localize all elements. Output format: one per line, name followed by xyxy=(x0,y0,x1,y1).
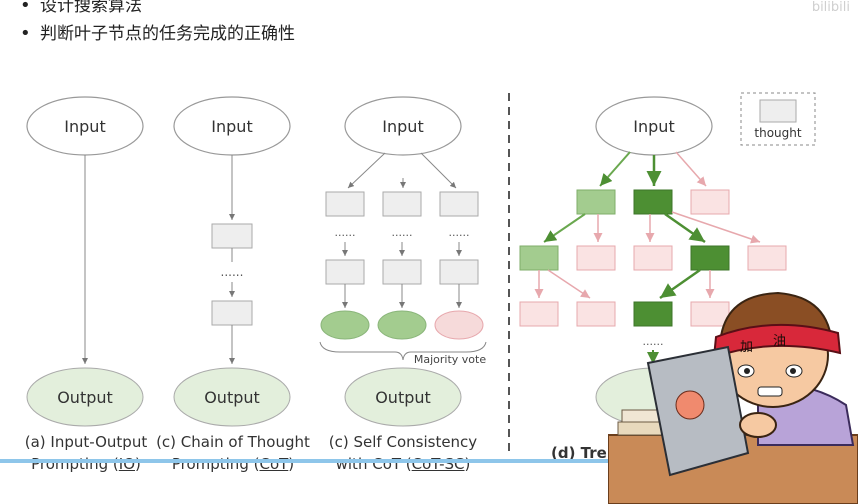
caption-io-line2: Prompting (IO) xyxy=(31,455,141,473)
sc-thought-box xyxy=(382,191,422,217)
caption-cot-line1: (c) Chain of Thought xyxy=(156,433,310,451)
sc-panel: Input ...... ...... ...... Majority vote… xyxy=(319,96,487,427)
io-input-label: Input xyxy=(64,117,105,136)
tot-thought-dark xyxy=(633,301,673,327)
sc-output-node xyxy=(344,367,462,427)
caption-cot-abbr: CoT xyxy=(259,455,289,473)
progress-bar xyxy=(0,459,858,463)
tot-thought-light xyxy=(576,189,616,215)
sc-thought-box xyxy=(325,191,365,217)
sc-edge xyxy=(420,152,457,189)
tot-thought-pink xyxy=(690,189,730,215)
bullet-item: 设计搜索算法 xyxy=(14,0,295,20)
tot-thought-pink xyxy=(633,245,673,271)
caption-sc-abbr: CoT-SC xyxy=(411,455,465,473)
tot-edge-good xyxy=(659,268,701,300)
mascot-headband-text: 油 xyxy=(773,334,786,349)
cot-panel: Input ...... Output xyxy=(173,96,291,427)
legend-thought-label: thought xyxy=(754,126,801,140)
tot-thought-pink xyxy=(576,301,616,327)
tot-thought-pink xyxy=(519,301,559,327)
sc-output-label: Output xyxy=(375,388,431,407)
cot-output-label: Output xyxy=(204,388,260,407)
cot-input-label: Input xyxy=(211,117,252,136)
cot-dots: ...... xyxy=(221,265,244,279)
sc-dots: ...... xyxy=(335,226,356,239)
sc-answer-green xyxy=(377,310,427,340)
cot-thought-box xyxy=(211,300,253,326)
tot-thought-dark xyxy=(690,245,730,271)
caption-io-line1: (a) Input-Output xyxy=(24,433,148,451)
caption-io-abbr: IO xyxy=(118,455,135,473)
sc-dots: ...... xyxy=(392,226,413,239)
tot-thought-pink xyxy=(576,245,616,271)
mascot-laptop-sticker xyxy=(675,390,705,420)
tot-edge-good xyxy=(543,213,586,243)
caption-sc-line1: (c) Self Consistency xyxy=(328,433,478,451)
mascot-headband-text: 加 xyxy=(740,340,753,355)
caption-cot: (c) Chain of Thought Prompting (CoT) xyxy=(153,431,313,475)
sc-thought-box xyxy=(325,259,365,285)
caption-sc: (c) Self Consistency with CoT (CoT-SC) xyxy=(325,431,481,475)
mascot-mouth xyxy=(757,386,783,397)
sc-answer-pink xyxy=(434,310,484,340)
watermark-logo: bilibili xyxy=(811,0,850,15)
sc-majority-brace xyxy=(319,341,487,361)
tot-edge-good xyxy=(599,151,631,187)
sc-majority-label: Majority vote xyxy=(414,353,486,366)
caption-tot: (d) Tre xyxy=(551,444,607,462)
tot-edge-bad xyxy=(547,269,591,299)
io-output-label: Output xyxy=(57,388,113,407)
sc-answer-green xyxy=(320,310,370,340)
mascot-sticker: 加 油 xyxy=(608,291,858,504)
cot-thought-box xyxy=(211,223,253,249)
io-output-node xyxy=(26,367,144,427)
sc-input-label: Input xyxy=(382,117,423,136)
io-panel: Input Output xyxy=(26,96,144,427)
tot-edge-good xyxy=(664,212,706,244)
mascot-hand xyxy=(739,412,777,438)
caption-sc-line2: with CoT (CoT-SC) xyxy=(335,455,471,473)
sc-dots: ...... xyxy=(449,226,470,239)
bullet-item: 判断叶子节点的任务完成的正确性 xyxy=(14,20,295,48)
legend-thought-sample xyxy=(759,99,797,123)
tot-thought-dark xyxy=(633,189,673,215)
caption-cot-line2: Prompting (CoT) xyxy=(171,455,295,473)
tot-dots: ...... xyxy=(643,335,664,348)
mascot-headband xyxy=(712,323,842,359)
tot-edge-bad xyxy=(675,151,707,187)
tot-thought-pink xyxy=(747,245,787,271)
tot-input-label: Input xyxy=(633,117,674,136)
sc-edge xyxy=(347,152,386,189)
cot-output-node xyxy=(173,367,291,427)
tot-edge-bad xyxy=(671,211,761,244)
caption-io: (a) Input-Output Prompting (IO) xyxy=(20,431,152,475)
tot-thought-light xyxy=(519,245,559,271)
sc-thought-box xyxy=(439,259,479,285)
sc-thought-box xyxy=(382,259,422,285)
sc-input-node xyxy=(344,96,462,156)
bullet-list: 设计搜索算法 判断叶子节点的任务完成的正确性 xyxy=(14,0,295,48)
sc-thought-box xyxy=(439,191,479,217)
